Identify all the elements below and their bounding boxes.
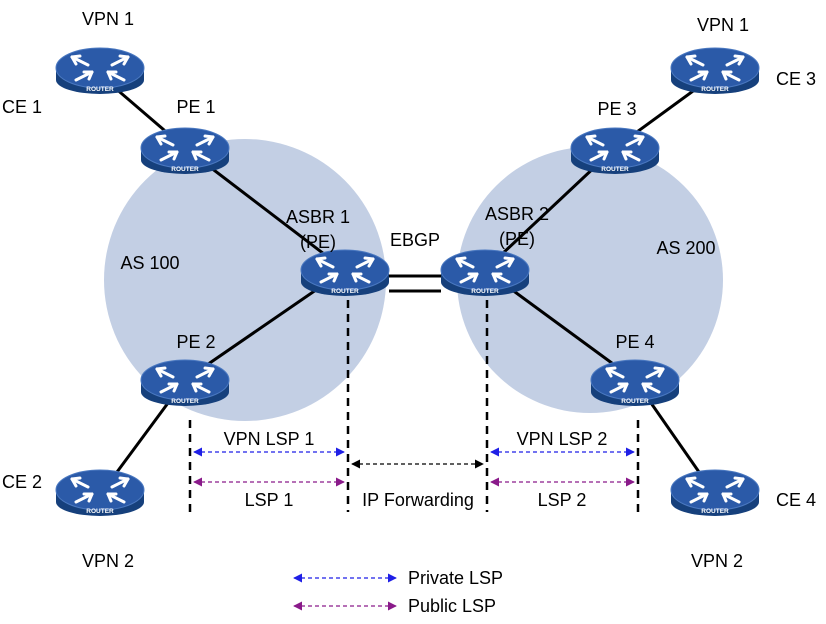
ce3-label: CE 3 (776, 69, 816, 89)
asbr2-pe-label: (PE) (499, 229, 535, 249)
pe4-label: PE 4 (615, 332, 654, 352)
ce4-label: CE 4 (776, 490, 816, 510)
lsp-boundaries (188, 300, 640, 512)
router-ce4: ROUTER (669, 468, 761, 518)
router-label: ROUTER (621, 398, 649, 405)
lsp2-label: LSP 2 (538, 490, 587, 510)
pe1-label: PE 1 (176, 97, 215, 117)
router-label: ROUTER (86, 86, 114, 93)
router-pe2: ROUTER (139, 358, 231, 408)
router-ce3: ROUTER (669, 46, 761, 96)
as200-label: AS 200 (656, 238, 715, 258)
router-pe4: ROUTER (589, 358, 681, 408)
vpn2-left-label: VPN 2 (82, 551, 134, 571)
ebgp-label: EBGP (390, 230, 440, 250)
as100-region (104, 139, 386, 421)
router-label: ROUTER (331, 288, 359, 295)
vpn1-left-label: VPN 1 (82, 9, 134, 29)
vpn-lsp1-label: VPN LSP 1 (224, 429, 315, 449)
asbr1-pe-label: (PE) (300, 232, 336, 252)
router-label: ROUTER (86, 508, 114, 515)
router-pe1: ROUTER (139, 126, 231, 176)
router-label: ROUTER (171, 398, 199, 405)
legend-private-label: Private LSP (408, 568, 503, 588)
vpn1-right-label: VPN 1 (697, 15, 749, 35)
vpn2-right-label: VPN 2 (691, 551, 743, 571)
as200-region (457, 147, 723, 413)
ebgp-link (389, 274, 441, 293)
vpn-lsp2-label: VPN LSP 2 (517, 429, 608, 449)
legend-public-label: Public LSP (408, 596, 496, 616)
router-ce1: ROUTER (54, 46, 146, 96)
ce1-label: CE 1 (2, 97, 42, 117)
router-asbr1: ROUTER (299, 248, 391, 298)
router-ce2: ROUTER (54, 468, 146, 518)
asbr2-label: ASBR 2 (485, 204, 549, 224)
lsp1-label: LSP 1 (245, 490, 294, 510)
ce2-label: CE 2 (2, 472, 42, 492)
router-asbr2: ROUTER (439, 248, 531, 298)
router-pe3: ROUTER (569, 126, 661, 176)
router-label: ROUTER (471, 288, 499, 295)
router-label: ROUTER (601, 166, 629, 173)
as100-label: AS 100 (120, 253, 179, 273)
pe3-label: PE 3 (597, 99, 636, 119)
pe2-label: PE 2 (176, 332, 215, 352)
router-label: ROUTER (171, 166, 199, 173)
router-label: ROUTER (701, 86, 729, 93)
asbr1-label: ASBR 1 (286, 207, 350, 227)
router-label: ROUTER (701, 508, 729, 515)
ip-forwarding-label: IP Forwarding (362, 490, 474, 510)
